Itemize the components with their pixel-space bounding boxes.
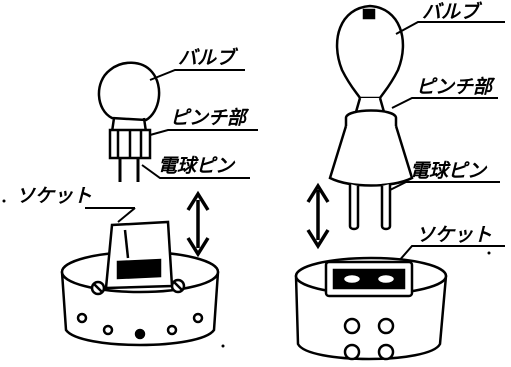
right-socket	[294, 256, 448, 361]
right-pin-label: 電球ピン	[410, 160, 488, 182]
right-pinch-label: ピンチ部	[416, 76, 496, 98]
right-leader-lines	[389, 21, 505, 263]
left-insert-arrow	[186, 190, 210, 258]
right-insert-arrow	[306, 182, 330, 250]
left-socket	[60, 220, 220, 347]
left-bulb-label: バルブ	[178, 47, 239, 69]
left-pinch-label: ピンチ部	[170, 107, 250, 129]
print-specks	[2, 199, 491, 348]
left-leader-lines	[85, 69, 258, 223]
left-pin-label: 電球ピン	[158, 155, 236, 177]
right-socket-label: ソケット	[416, 224, 492, 246]
right-bulb	[328, 4, 414, 231]
right-bulb-label: バルブ	[422, 1, 483, 23]
left-bulb	[97, 61, 161, 182]
left-socket-label: ソケット	[16, 185, 92, 207]
